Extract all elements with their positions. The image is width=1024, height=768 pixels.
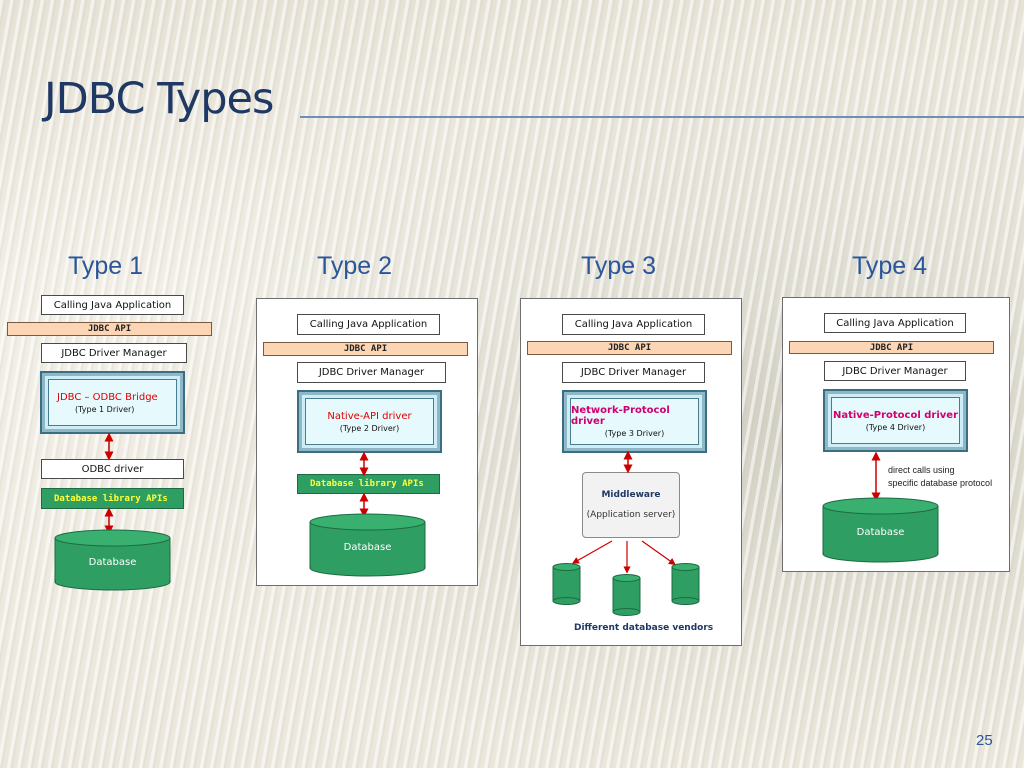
type-4-note-line1: direct calls using <box>888 465 955 475</box>
type-3-database-2 <box>612 574 641 616</box>
type-2-calling-app: Calling Java Application <box>297 314 440 335</box>
type-4-driver-box: Native-Protocol driver (Type 4 Driver) <box>823 389 968 452</box>
type-1-database-cylinder <box>54 529 171 591</box>
type-3-driver-manager: JDBC Driver Manager <box>562 362 705 383</box>
type-4-driver-sub: (Type 4 Driver) <box>865 422 926 432</box>
type-2-database-label: Database <box>343 542 392 553</box>
middleware-title: Middleware <box>601 490 661 500</box>
type-1-label: Type 1 <box>68 252 144 280</box>
type-4-database-cylinder <box>822 497 939 563</box>
type-1-driver-name: JDBC – ODBC Bridge <box>57 391 158 403</box>
type-3-driver-name: Network-Protocol driver <box>571 405 670 427</box>
type-2-driver-name: Native-API driver <box>327 410 412 422</box>
type-3-arrow-mw-db3 <box>641 540 676 566</box>
type-3-database-3 <box>671 563 700 605</box>
type-3-label: Type 3 <box>581 252 657 280</box>
type-4-note: direct calls using specific database pro… <box>888 464 992 490</box>
type-3-arrow-mw-db1 <box>571 540 613 564</box>
slide-title: JDBC Types <box>44 74 274 124</box>
type-1-database-label: Database <box>88 557 137 568</box>
type-2-database-cylinder <box>309 513 426 577</box>
type-4-jdbc-api: JDBC API <box>789 341 994 354</box>
type-2-db-library: Database library APIs <box>297 474 440 494</box>
middleware-sub: (Application server) <box>586 510 676 520</box>
type-3-driver-sub: (Type 3 Driver) <box>604 429 665 438</box>
type-1-driver-box: JDBC – ODBC Bridge (Type 1 Driver) <box>40 371 185 434</box>
type-3-driver-box: Network-Protocol driver (Type 3 Driver) <box>562 390 707 453</box>
type-2-jdbc-api: JDBC API <box>263 342 468 356</box>
type-1-driver-sub: (Type 1 Driver) <box>75 404 135 414</box>
type-4-driver-name: Native-Protocol driver <box>832 409 958 421</box>
page-number: 25 <box>976 732 993 749</box>
type-3-database-1 <box>552 563 581 605</box>
type-4-database-label: Database <box>856 527 905 538</box>
type-4-calling-app: Calling Java Application <box>824 313 966 333</box>
middleware-box: Middleware (Application server) <box>582 472 680 538</box>
type-2-driver-manager: JDBC Driver Manager <box>297 362 446 383</box>
type-2-label: Type 2 <box>317 252 393 280</box>
type-1-calling-app: Calling Java Application <box>41 295 184 315</box>
type-2-driver-box: Native-API driver (Type 2 Driver) <box>297 390 442 453</box>
title-underline <box>300 116 1024 118</box>
type-4-label: Type 4 <box>852 252 928 280</box>
type-4-note-line2: specific database protocol <box>888 478 993 488</box>
type-4-driver-manager: JDBC Driver Manager <box>824 361 966 381</box>
type-3-calling-app: Calling Java Application <box>562 314 705 335</box>
vendors-caption: Different database vendors <box>574 623 714 633</box>
type-1-driver-manager: JDBC Driver Manager <box>41 343 187 363</box>
type-1-jdbc-api: JDBC API <box>7 322 212 336</box>
type-2-driver-sub: (Type 2 Driver) <box>339 423 400 433</box>
type-3-jdbc-api: JDBC API <box>527 341 732 355</box>
